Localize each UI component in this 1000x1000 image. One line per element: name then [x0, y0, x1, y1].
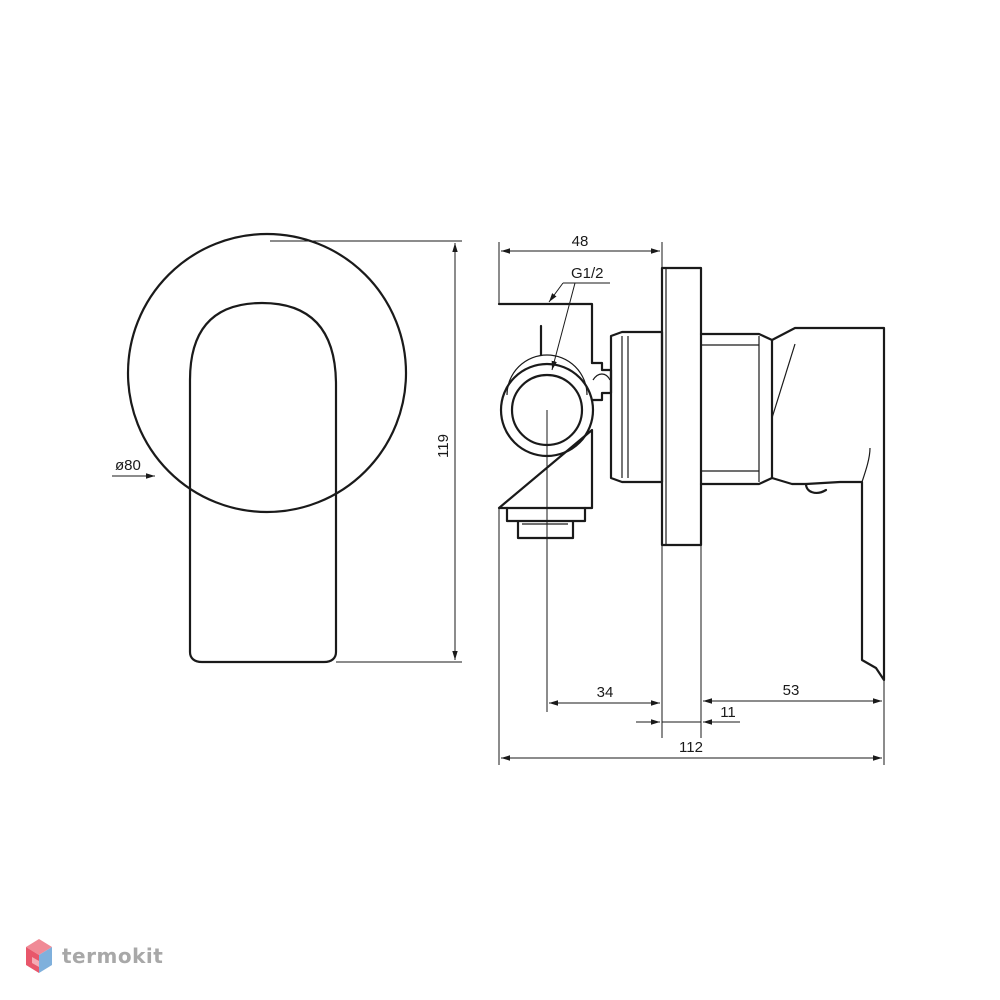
brand-name: termokit — [62, 944, 164, 968]
side-view — [497, 266, 886, 682]
dim-front-diameter: ø80 — [112, 457, 155, 479]
front-view — [126, 232, 408, 664]
dim-side-112-label: 112 — [679, 739, 703, 756]
cover-plate-circle — [126, 232, 408, 514]
dim-front-height: 119 — [270, 240, 462, 663]
dim-side-53: 53 — [703, 682, 882, 704]
dim-front-diameter-label: ø80 — [115, 457, 141, 474]
outlet-nipple — [505, 506, 587, 540]
dim-thread: G1/2 — [548, 265, 610, 371]
wall-plate — [660, 266, 703, 547]
connector-neck — [590, 361, 613, 402]
dim-side-48: 48 — [498, 233, 663, 304]
lever-side — [770, 326, 886, 682]
lever-handle — [188, 301, 338, 664]
dim-side-34-label: 34 — [597, 684, 614, 701]
front-sleeve — [699, 332, 774, 486]
dim-side-53-label: 53 — [783, 682, 800, 699]
cartridge-sleeve — [609, 330, 664, 484]
dim-thread-label: G1/2 — [571, 265, 604, 282]
dim-front-height-label: 119 — [435, 434, 452, 458]
valve-body — [497, 302, 594, 510]
dim-side-11-label: 11 — [720, 704, 736, 721]
dim-side-34: 34 — [549, 684, 660, 706]
dim-side-48-label: 48 — [572, 233, 589, 250]
dim-side-112: 112 — [501, 739, 882, 761]
brand-watermark: termokit — [24, 936, 163, 976]
termokit-logo-icon — [26, 939, 52, 973]
dim-side-11: 11 — [636, 704, 740, 725]
